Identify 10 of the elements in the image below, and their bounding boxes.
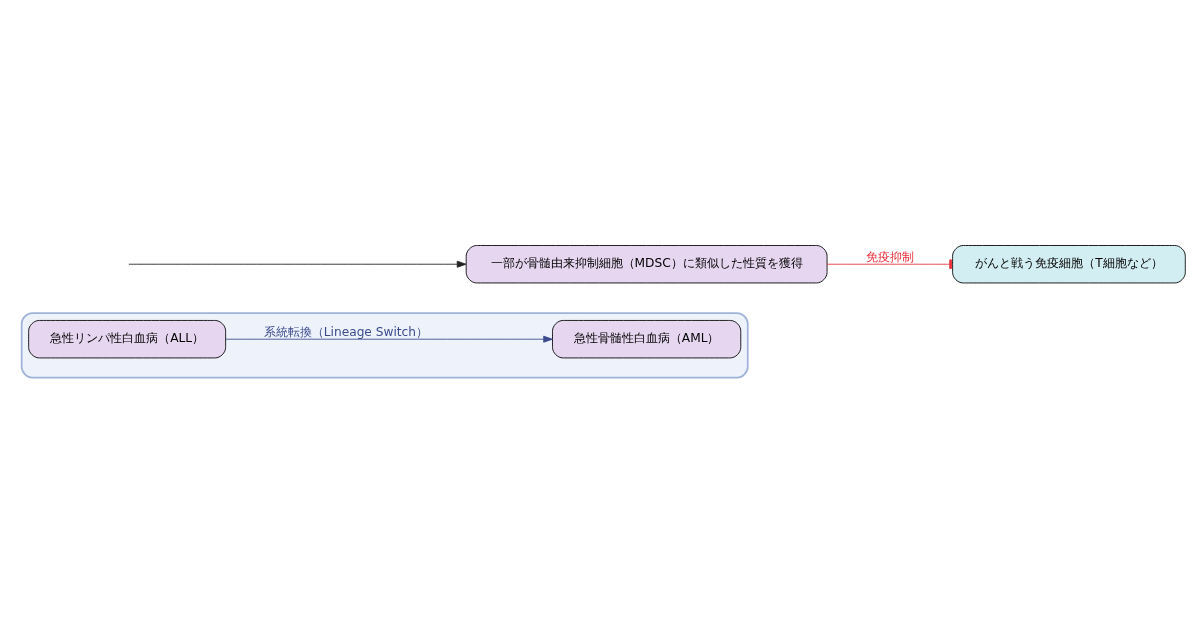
node-box: 一部が骨髄由来抑制細胞（MDSC）に類似した性質を獲得 (465, 245, 828, 284)
arrow (225, 335, 553, 343)
cluster (20, 312, 749, 379)
connector (826, 259, 953, 270)
node-box: がんと戦う免疫細胞（T細胞など） (952, 245, 1186, 284)
node-box: 急性骨髄性白血病（AML） (552, 320, 742, 359)
edge-label: 系統転換（Lineage Switch） (263, 324, 429, 339)
arrow (128, 260, 467, 268)
edge-label: 免疫抑制 (865, 249, 914, 264)
node-box: 急性リンパ性白血病（ALL） (28, 320, 227, 359)
